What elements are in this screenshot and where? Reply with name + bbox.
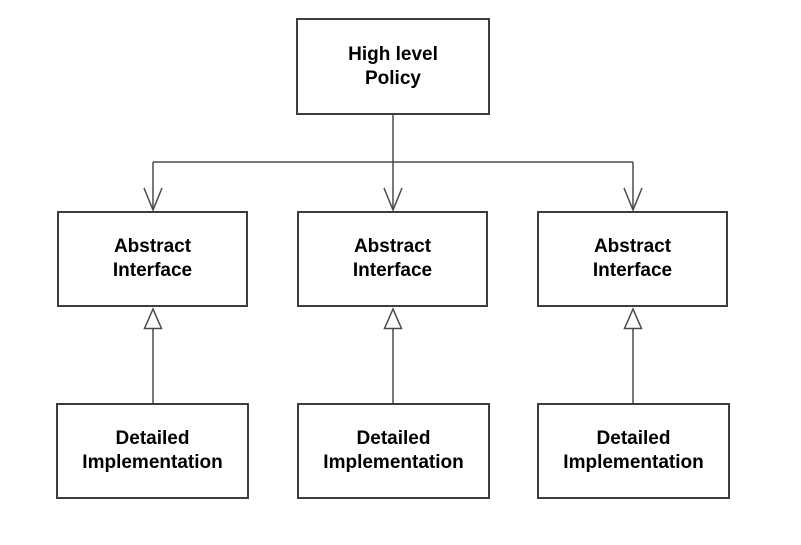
node-detailed-implementation-2: Detailed Implementation xyxy=(297,403,490,499)
node-label: Abstract Interface xyxy=(592,236,673,281)
hollow-triangle-arrowhead-icon xyxy=(143,307,163,330)
open-v-arrowhead-icon xyxy=(623,187,643,212)
node-label: Detailed Implementation xyxy=(323,428,464,473)
node-label: High level Policy xyxy=(348,43,438,89)
node-label: Detailed Implementation xyxy=(563,428,704,473)
node-abstract-interface-2: Abstract Interface xyxy=(297,211,488,307)
node-label: Detailed Implementation xyxy=(82,428,223,473)
hollow-triangle-arrowhead-icon xyxy=(623,307,643,330)
node-detailed-implementation-3: Detailed Implementation xyxy=(537,403,730,499)
open-v-arrowhead-icon xyxy=(143,187,163,212)
hollow-triangle-arrowhead-icon xyxy=(383,307,403,330)
node-high-level-policy: High level Policy xyxy=(296,18,490,115)
node-label: Abstract Interface xyxy=(352,236,433,281)
open-v-arrowhead-icon xyxy=(383,187,403,212)
node-abstract-interface-1: Abstract Interface xyxy=(57,211,248,307)
node-abstract-interface-3: Abstract Interface xyxy=(537,211,728,307)
node-label: Abstract Interface xyxy=(112,236,193,281)
node-detailed-implementation-1: Detailed Implementation xyxy=(56,403,249,499)
